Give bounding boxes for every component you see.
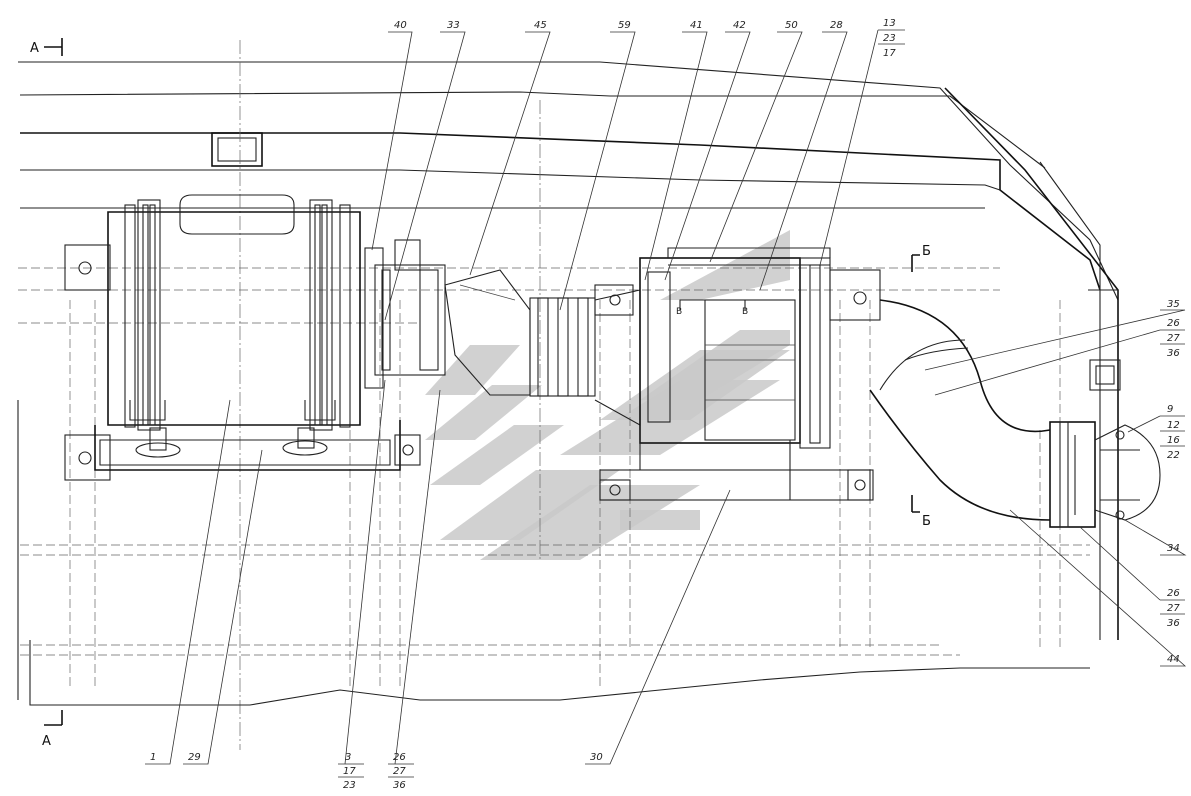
svg-text:27: 27 <box>1167 333 1180 344</box>
callout-30: 30 <box>585 489 731 765</box>
section-label: А <box>30 41 39 56</box>
section-marker-a-bottom: А <box>42 710 63 749</box>
callout-29: 29 <box>183 449 263 765</box>
svg-text:42: 42 <box>733 20 746 31</box>
svg-text:33: 33 <box>447 20 460 31</box>
section-marker-b-bottom: Б <box>911 495 931 529</box>
callout-59: 59 <box>559 20 636 311</box>
section-label: Б <box>922 514 931 529</box>
svg-text:3: 3 <box>345 752 351 763</box>
callout-13-23-17: 13 23 17 <box>819 18 905 266</box>
callout-41: 41 <box>644 20 708 281</box>
detail-label: В <box>742 307 748 317</box>
watermark-logo <box>425 230 790 560</box>
callout-42: 42 <box>664 20 751 281</box>
svg-text:12: 12 <box>1167 420 1180 431</box>
filter-housing <box>594 247 881 501</box>
callout-50: 50 <box>709 20 803 263</box>
svg-text:16: 16 <box>1167 435 1180 446</box>
svg-text:45: 45 <box>534 20 547 31</box>
section-marker-a-top: А <box>30 38 63 56</box>
svg-text:17: 17 <box>883 48 896 59</box>
callout-33: 33 <box>384 20 466 321</box>
detail-label: В <box>676 307 682 317</box>
svg-text:50: 50 <box>785 20 798 31</box>
callout-40: 40 <box>371 20 413 251</box>
svg-text:23: 23 <box>343 780 356 791</box>
svg-text:35: 35 <box>1167 299 1180 310</box>
svg-text:9: 9 <box>1167 404 1173 415</box>
callouts-right: 35 26 27 36 9 12 16 22 34 26 27 36 <box>924 299 1187 667</box>
svg-text:36: 36 <box>1167 348 1180 359</box>
callout-26-27-36-lower: 26 27 36 <box>1079 526 1185 629</box>
svg-text:13: 13 <box>883 18 896 29</box>
callout-26-27-36-bottom: 26 27 36 <box>388 389 441 791</box>
svg-text:22: 22 <box>1167 450 1180 461</box>
callouts-top: 40 33 45 59 41 42 50 28 13 23 17 <box>371 18 905 321</box>
svg-text:17: 17 <box>343 766 356 777</box>
hidden-lines <box>18 40 1090 750</box>
callout-44: 44 <box>1009 509 1187 667</box>
svg-text:26: 26 <box>1167 588 1180 599</box>
svg-text:28: 28 <box>830 20 843 31</box>
svg-text:40: 40 <box>394 20 407 31</box>
svg-text:23: 23 <box>883 33 896 44</box>
ground-outline <box>17 400 1090 706</box>
callout-1: 1 <box>145 399 231 765</box>
callout-34: 34 <box>1124 519 1187 556</box>
svg-text:30: 30 <box>590 752 603 763</box>
svg-text:26: 26 <box>1167 318 1180 329</box>
svg-text:26: 26 <box>393 752 406 763</box>
callout-9-12-16-22: 9 12 16 22 <box>1127 404 1185 461</box>
detail-marker-v: В В <box>676 299 748 317</box>
section-label: Б <box>922 244 931 259</box>
svg-text:44: 44 <box>1167 654 1180 665</box>
svg-text:27: 27 <box>393 766 406 777</box>
callouts-bottom: 1 29 3 17 23 26 27 36 30 <box>145 379 731 791</box>
svg-text:59: 59 <box>618 20 631 31</box>
curved-duct <box>869 299 1161 528</box>
air-cleaner-body <box>64 194 421 481</box>
callout-35: 35 <box>924 299 1186 371</box>
callout-28: 28 <box>759 20 848 291</box>
svg-text:29: 29 <box>188 752 201 763</box>
svg-text:27: 27 <box>1167 603 1180 614</box>
callout-45: 45 <box>469 20 551 276</box>
section-label: А <box>42 734 51 749</box>
callout-3-17-23: 3 17 23 <box>338 379 386 791</box>
callout-26-27-36-upper: 26 27 36 <box>934 318 1185 396</box>
svg-text:36: 36 <box>393 780 406 791</box>
svg-text:36: 36 <box>1167 618 1180 629</box>
cab-outline <box>18 61 1121 640</box>
svg-text:1: 1 <box>150 752 156 763</box>
svg-text:41: 41 <box>690 20 703 31</box>
section-marker-b-top: Б <box>911 244 931 272</box>
